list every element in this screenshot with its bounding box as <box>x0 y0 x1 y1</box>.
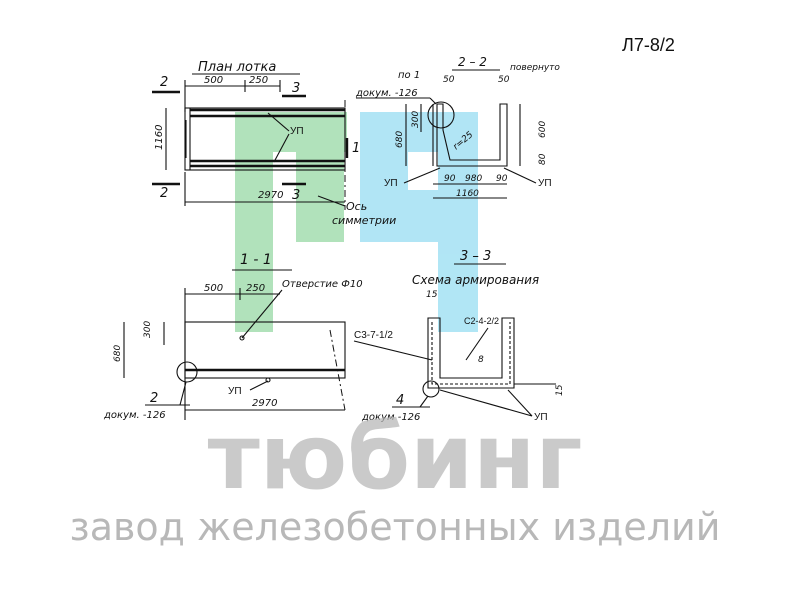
sec22-dim-90a: 90 <box>444 174 456 184</box>
sec33-mesh2: С2-4-2/2 <box>464 316 499 326</box>
sec22-dim-300: 300 <box>411 111 421 128</box>
sec22-subtitle: повернуто <box>510 63 560 73</box>
watermark-tagline: завод железобетонных изделий <box>70 505 721 549</box>
sec22-dim-680: 680 <box>395 131 405 148</box>
plan-view: План лотка 500 250 2 2 3 3 УП 1160 1 <box>152 60 396 227</box>
plan-dim-250: 250 <box>249 75 268 86</box>
plan-sec2-top: 2 <box>160 75 168 90</box>
watermark-brand: тюбинг <box>208 405 583 510</box>
logo-blue-bottom <box>360 190 478 242</box>
sec11-dim-680: 680 <box>113 345 123 362</box>
sec11-dim-2970: 2970 <box>252 398 277 409</box>
plan-sec3-top: 3 <box>292 81 300 96</box>
brand-watermark: тюбинг завод железобетонных изделий <box>70 405 721 549</box>
sec22-title: 2 – 2 <box>458 55 487 69</box>
sec22-up-right: УП <box>538 178 552 189</box>
sec11-hole: Отверстие Ф10 <box>282 279 363 290</box>
sec11-title: 1 - 1 <box>240 252 272 268</box>
sec33-title: 3 – 3 <box>460 249 491 264</box>
plan-sec1: 1 <box>352 141 360 156</box>
plan-dim-500: 500 <box>204 75 223 86</box>
sec22-ref1: по 1 <box>398 70 420 81</box>
sec11-up: УП <box>228 386 242 397</box>
plan-axis-label2: симметрии <box>332 214 396 227</box>
sec33-bar: 8 <box>478 355 484 365</box>
section-1-1: 1 - 1 500 250 Отверстие Ф10 300 680 2 до… <box>103 252 363 421</box>
sec22-dim-50b: 50 <box>498 75 510 85</box>
sec33-node-circle <box>422 380 440 398</box>
sec22-dim-50a: 50 <box>443 75 455 85</box>
sec22-dim-600: 600 <box>538 121 548 138</box>
sec22-dim-90b: 90 <box>496 174 508 184</box>
sec11-node-circle <box>176 361 198 383</box>
sec33-mesh1: С3-7-1/2 <box>354 330 393 341</box>
sec11-node-doc: докум. -126 <box>103 410 166 421</box>
sheet-code: Л7-8/2 <box>622 35 675 55</box>
sec11-hole-mark <box>239 335 245 341</box>
sec33-dim-15b: 15 <box>555 384 565 396</box>
sec11-dim-250: 250 <box>246 283 265 294</box>
sec22-dim-1160: 1160 <box>456 189 479 199</box>
plan-sec3-bottom: 3 <box>292 188 300 203</box>
plan-axis-label1: Ось <box>346 200 367 213</box>
plan-dim-2970: 2970 <box>258 190 283 201</box>
sec33-dim-15a: 15 <box>426 290 438 300</box>
sec11-dim-500: 500 <box>204 283 223 294</box>
sec22-ref2: докум. -126 <box>355 88 418 99</box>
plan-sec2-bottom: 2 <box>160 186 168 201</box>
logo-green-mid <box>296 112 344 242</box>
sec33-node-doc: докум -126 <box>361 412 420 423</box>
sec11-dim-300: 300 <box>143 321 153 338</box>
plan-title: План лотка <box>198 60 276 75</box>
sec22-dim-980: 980 <box>465 174 482 184</box>
plan-dim-1160: 1160 <box>154 125 165 150</box>
sec33-up: УП <box>534 412 548 423</box>
sec33-node-num: 4 <box>396 393 404 408</box>
sec11-node-num: 2 <box>150 391 158 406</box>
sec22-up-left: УП <box>384 178 398 189</box>
section-3-3: 3 – 3 Схема армирования 15 С3-7-1/2 С2-4… <box>353 249 565 423</box>
sec33-subtitle: Схема армирования <box>412 273 539 287</box>
section-2-2: 2 – 2 повернуто по 1 докум. -126 50 50 6… <box>355 55 560 199</box>
plan-up: УП <box>290 126 304 137</box>
sec22-detail-circle <box>427 101 455 129</box>
sec22-dim-80: 80 <box>538 153 548 165</box>
logo-watermark <box>235 112 478 332</box>
